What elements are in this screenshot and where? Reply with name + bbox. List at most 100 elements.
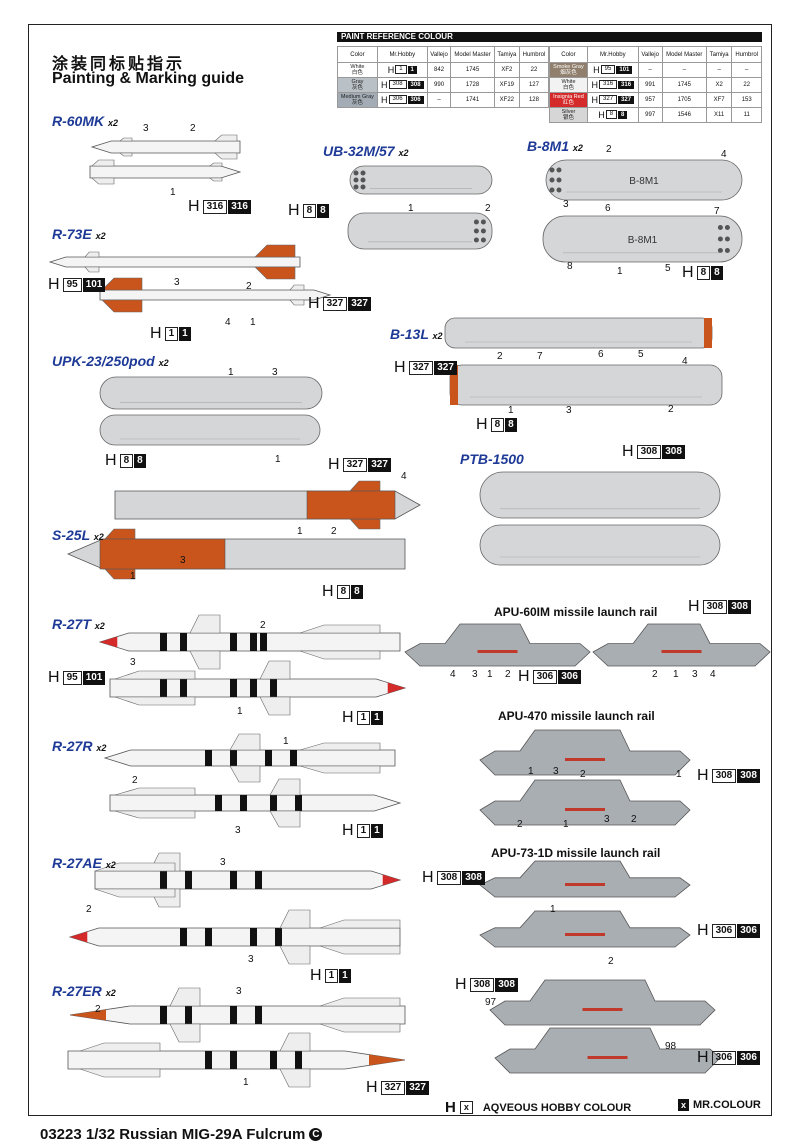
s25l-bottom <box>66 528 406 580</box>
s25l-top-fin <box>349 518 381 530</box>
part-number-label: 2 <box>95 1004 101 1015</box>
pylon-top <box>489 979 716 1026</box>
h-prefix: H <box>688 598 700 615</box>
b8m1-top-rocket-tube <box>556 187 562 193</box>
r27ae-bottom-fin <box>319 919 401 929</box>
r27t-bottom-fin <box>114 670 196 680</box>
r27er-top-fin <box>169 1023 201 1043</box>
part-number-label: 1 <box>250 317 256 328</box>
sheet-badge: C <box>309 1128 323 1141</box>
h-prefix: H <box>381 79 388 90</box>
weapon-label-r-27er: R-27ER x2 <box>52 983 116 999</box>
apu731d-bottom <box>479 910 691 948</box>
part-number-label: 6 <box>598 349 604 360</box>
r60mk-bottom-fin <box>91 159 115 167</box>
r60mk-bottom-fin <box>91 177 115 185</box>
mr-color-code: 316 <box>228 200 251 214</box>
ub32-top-rocket-tube <box>360 184 366 190</box>
s25l-top <box>114 480 421 530</box>
ub32-top-rocket-tube <box>360 170 366 176</box>
apu60im-left <box>404 623 591 667</box>
part-number-label: 2 <box>517 819 523 830</box>
rail-title: APU-73-1D missile launch rail <box>491 846 661 860</box>
b13l-bottom <box>449 364 723 406</box>
apu731d-top-body <box>479 860 691 898</box>
ub32-bottom-rocket-tube <box>473 228 479 234</box>
mr-color-code: 1 <box>339 969 351 983</box>
apu470-bottom-red-marking <box>565 808 605 811</box>
r27t-bottom-fin <box>114 696 196 706</box>
footer: 03223 1/32 Russian MIG-29A Fulcrum C <box>40 1126 323 1143</box>
vallejo-cell: – <box>426 92 452 108</box>
r27r-bottom-black-band <box>295 795 302 811</box>
part-number-label: 2 <box>485 203 491 214</box>
r27ae-bottom-fin <box>279 909 311 929</box>
weapon-name: UPK-23/250pod <box>52 353 155 369</box>
mr-color-code: 327 <box>348 297 371 311</box>
part-number-label: 2 <box>497 351 503 362</box>
aqueous-code: 308 <box>711 769 737 783</box>
r73e-bottom-body <box>99 289 332 301</box>
r27er-bottom-black-band <box>295 1051 302 1069</box>
legend-h: H <box>445 1099 456 1116</box>
part-number-label: 4 <box>710 669 716 680</box>
color-name-cn: 红色 <box>562 100 574 106</box>
aqueous-code: 306 <box>711 924 737 938</box>
b8m1-bottom-body <box>542 215 743 263</box>
r73e-bottom <box>99 277 332 313</box>
weapon-quantity: x2 <box>93 532 104 542</box>
part-number-label: 1 <box>617 266 623 277</box>
r73e-top-fin <box>84 251 100 258</box>
part-number-label: 1 <box>528 766 534 777</box>
aqueous-code: 95 <box>600 65 616 75</box>
ub32-bottom-rocket-tube <box>480 219 486 225</box>
b13l-top-orange-ring <box>704 318 712 348</box>
h-prefix: H <box>682 264 694 281</box>
apu60im-right-body <box>592 623 771 667</box>
apu60im-right-red-marking <box>661 650 702 653</box>
ub32-top-rocket-tube <box>353 177 359 183</box>
upk-top <box>99 376 323 410</box>
aqueous-code: 1 <box>356 711 371 725</box>
part-number-label: 4 <box>721 149 727 160</box>
h-prefix: H <box>697 922 709 939</box>
r27t-top-nose-tip <box>100 636 118 648</box>
aqueous-code: 308 <box>469 978 495 992</box>
color-name-cn: 灰色 <box>351 100 363 106</box>
part-number-label: 8 <box>567 261 573 272</box>
part-number-label: 3 <box>180 555 186 566</box>
ub32-top-body <box>349 165 493 195</box>
r27ae-bottom-black-band <box>275 928 282 946</box>
part-number-label: 7 <box>537 351 543 362</box>
h-prefix: H <box>697 1049 709 1066</box>
r27t-top-fin <box>189 650 221 670</box>
r27t-bottom-fin <box>259 660 291 680</box>
r27t-top-black-band <box>180 633 187 651</box>
r27er-top-black-band <box>160 1006 167 1024</box>
part-number-label: 7 <box>714 206 720 217</box>
weapon-quantity: x2 <box>398 148 409 158</box>
part-number-label: 3 <box>553 766 559 777</box>
r27ae-top-fin <box>94 862 176 872</box>
aqueous-code: 316 <box>599 80 618 90</box>
color-name: White <box>350 64 365 70</box>
mr-color-code: 101 <box>82 278 106 292</box>
s25l-bottom-fin <box>104 528 136 540</box>
part-number-label: 2 <box>631 814 637 825</box>
r27t-bottom-black-band <box>230 679 237 697</box>
pod-marking: B-8M1 <box>628 235 658 246</box>
apu470-top-body <box>479 729 691 776</box>
r27ae-top-nose-tip <box>382 874 400 886</box>
r27er-top-nose-tip <box>70 1009 106 1021</box>
aqueous-code: 308 <box>436 871 462 885</box>
